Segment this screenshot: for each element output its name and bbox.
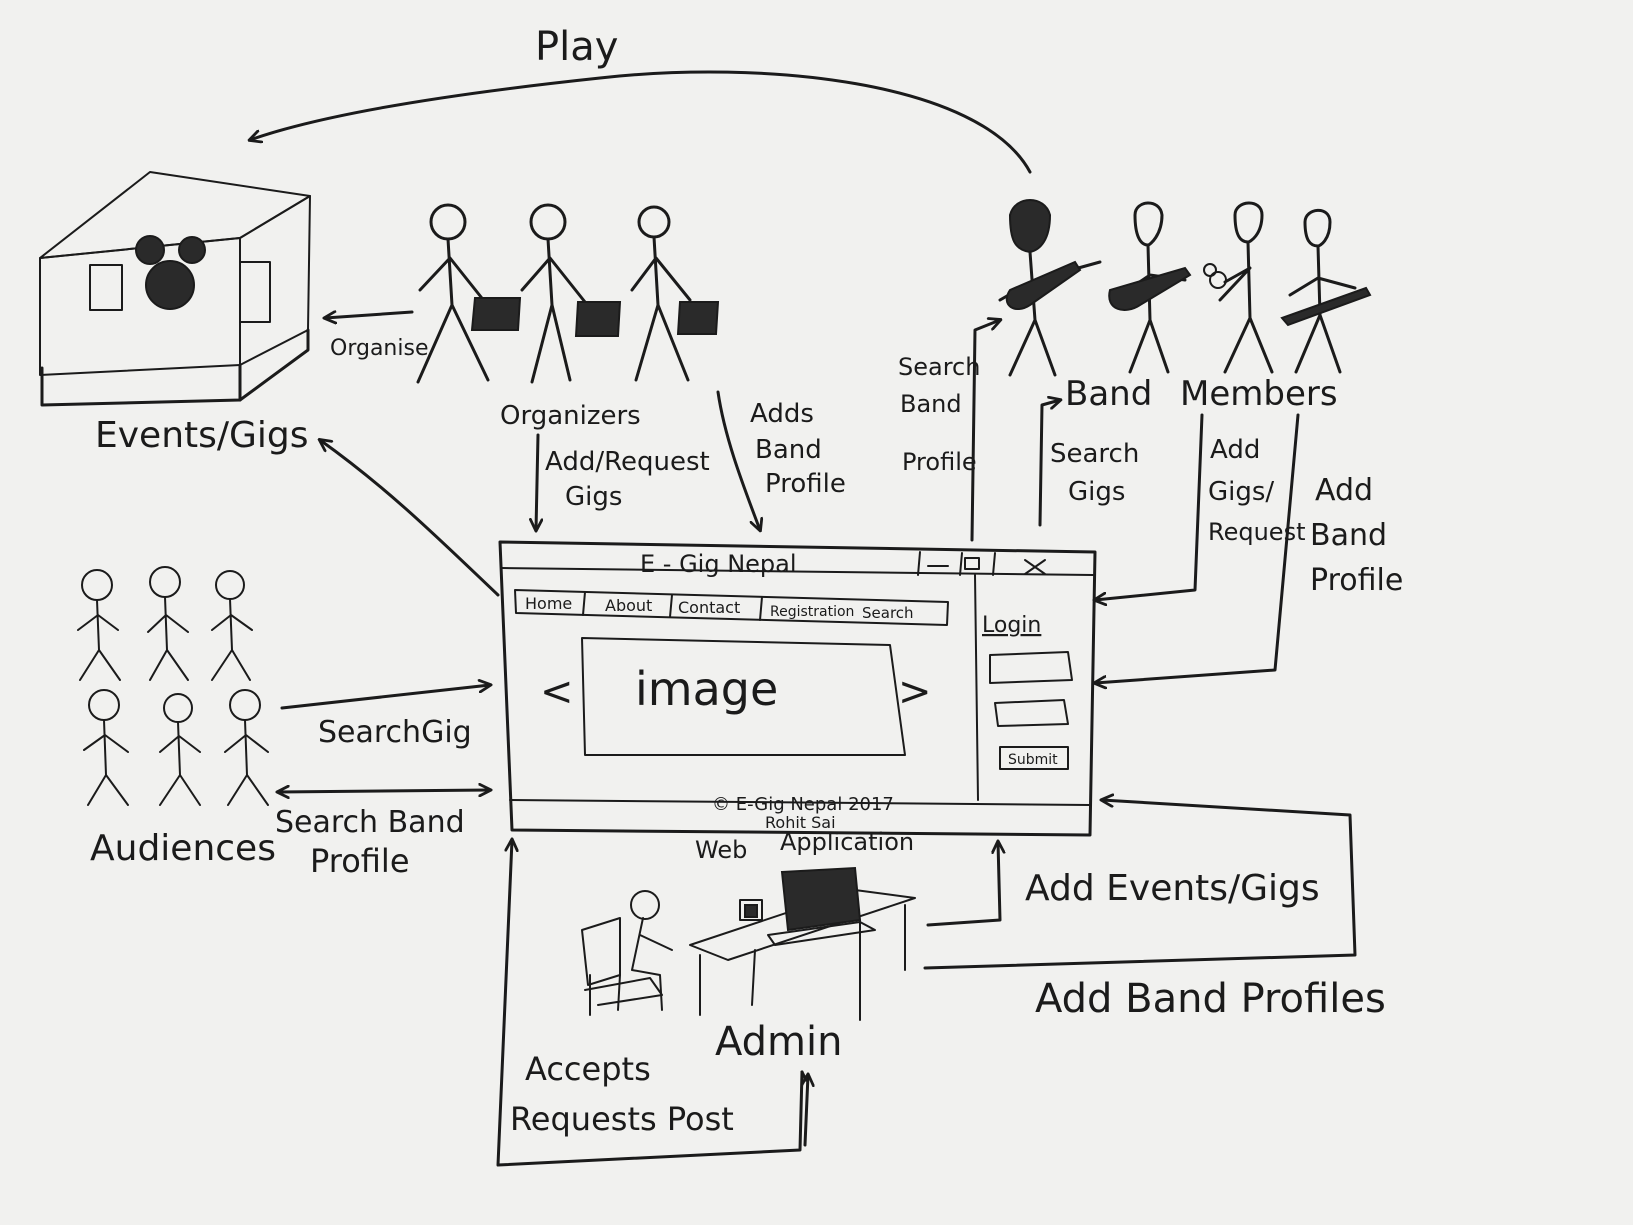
window-to-events-arrow [320, 440, 500, 597]
image-placeholder: image [635, 662, 778, 716]
organise-arrow [325, 312, 414, 318]
members-label: Members [1180, 374, 1338, 414]
audience-figures [77, 566, 269, 806]
search-gig-arrow [280, 685, 490, 710]
organizer-figure [520, 203, 622, 384]
add-request-gigs-arrow [536, 433, 538, 530]
admin-up-arrow [805, 1075, 808, 1147]
add-events-gigs-label: Add Events/Gigs [1025, 868, 1320, 909]
image-carousel [581, 637, 906, 756]
add-band-profile-right-1: Add [1315, 473, 1373, 508]
application-label: Application [780, 828, 914, 856]
login-label: Login [982, 613, 1041, 638]
search-gigs-label-2: Gigs [1068, 477, 1125, 507]
add-events-gigs-arrow [926, 842, 1000, 927]
band-member-figure [1108, 201, 1217, 374]
requests-post-label: Requests Post [510, 1100, 734, 1138]
search-gigs-arrow [1038, 400, 1060, 527]
tab-contact[interactable]: Contact [678, 598, 740, 617]
submit-button[interactable] [999, 746, 1069, 770]
organizers-label: Organizers [500, 401, 641, 431]
web-app-window [498, 540, 1097, 837]
search-band-profile-top-1: Search [898, 353, 980, 381]
adds-band-profile-label-2: Band [755, 435, 822, 465]
search-band-profile-top-2: Band [900, 390, 962, 418]
search-band-profile-top-arrow [970, 320, 1000, 542]
band-label: Band [1065, 374, 1152, 414]
add-band-profile-right-arrow [1095, 413, 1300, 683]
adds-band-profile-arrow [716, 390, 760, 530]
search-band-profile-left-1: Search Band [275, 805, 465, 840]
search-band-profile-top-3: Profile [902, 448, 977, 476]
tab-registration[interactable]: Registration [770, 604, 854, 620]
band-member-figure [1280, 208, 1372, 374]
password-field[interactable] [994, 699, 1069, 727]
adds-band-profile-label-3: Profile [765, 469, 846, 499]
add-gigs-request-arrow [1095, 413, 1204, 600]
admin-figure [581, 866, 916, 1021]
search-band-profile-left-2: Profile [310, 842, 410, 880]
play-arrow [250, 70, 1032, 174]
carousel-prev-arrow[interactable]: < [540, 669, 574, 715]
add-band-profile-right-3: Profile [1310, 563, 1403, 598]
organise-label: Organise [330, 336, 428, 361]
band-member-figure [998, 199, 1102, 377]
search-gigs-label-1: Search [1050, 439, 1139, 469]
footer-copyright: © E-Gig Nepal 2017 [712, 794, 894, 815]
submit-label: Submit [1008, 752, 1058, 768]
accepts-label: Accepts [525, 1050, 651, 1088]
carousel-next-arrow[interactable]: > [898, 669, 932, 715]
tab-home[interactable]: Home [525, 594, 572, 613]
add-band-profiles-arrow [923, 800, 1357, 970]
add-request-gigs-label-2: Gigs [565, 482, 622, 512]
diagram-title: Play [535, 24, 618, 70]
nav-tabs [514, 589, 949, 626]
adds-band-profile-label-1: Adds [750, 399, 814, 429]
username-field[interactable] [989, 651, 1073, 684]
add-band-profile-right-2: Band [1310, 518, 1387, 553]
add-gigs-request-label-1: Add [1210, 435, 1260, 465]
add-gigs-request-label-3: Request [1208, 518, 1306, 546]
organizer-figure [416, 203, 522, 384]
audiences-label: Audiences [90, 828, 276, 869]
events-building [39, 171, 311, 407]
tab-search[interactable]: Search [862, 604, 914, 622]
band-member-figure [1209, 201, 1274, 374]
accepts-requests-arrow [496, 840, 804, 1167]
admin-label: Admin [715, 1019, 842, 1065]
tab-about[interactable]: About [605, 596, 652, 615]
search-band-profile-left-arrow [278, 790, 490, 792]
footer-author: Rohit Sai [765, 813, 836, 832]
organizer-figure [630, 205, 720, 382]
add-band-profiles-label: Add Band Profiles [1035, 976, 1386, 1022]
web-label: Web [695, 836, 747, 864]
window-title: E - Gig Nepal [640, 550, 797, 578]
add-gigs-request-label-2: Gigs/ [1208, 477, 1274, 507]
events-gigs-label: Events/Gigs [95, 415, 309, 456]
add-request-gigs-label-1: Add/Request [545, 447, 710, 477]
search-gig-label: SearchGig [318, 715, 472, 750]
